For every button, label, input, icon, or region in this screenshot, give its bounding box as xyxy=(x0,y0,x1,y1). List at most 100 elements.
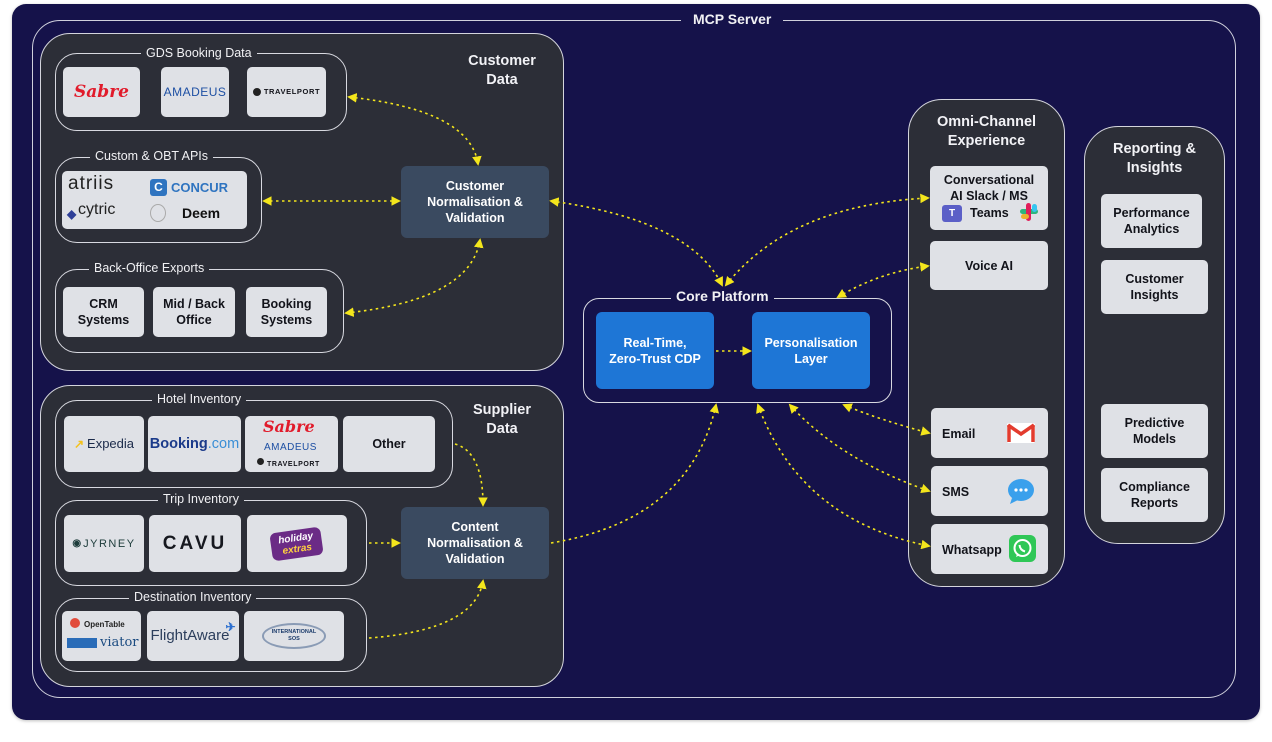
booking-systems-card: Booking Systems xyxy=(246,287,327,337)
cytric-logo: cytric xyxy=(78,201,116,218)
gds-booking-data-label: GDS Booking Data xyxy=(141,46,257,60)
concur-logo: CONCUR xyxy=(171,180,229,195)
crm-systems-card: CRM Systems xyxy=(63,287,144,337)
connector-content-norm-to-core xyxy=(550,403,719,544)
back-office-exports-label: Back-Office Exports xyxy=(89,261,210,275)
concur-icon: C xyxy=(150,179,167,196)
reporting-insights-title: Reporting & Insights xyxy=(1113,141,1196,176)
connector-personalisation-to-whatsapp xyxy=(756,403,931,550)
booking-com-suffix: .com xyxy=(207,436,240,452)
opentable-icon xyxy=(70,618,80,628)
supplier-data-title: Supplier Data xyxy=(472,402,531,437)
realtime-cdp-node: Real-Time, Zero-Trust CDP xyxy=(596,312,714,389)
conversational-ai-label: Conversational AI Slack / MS xyxy=(943,173,1035,203)
personalisation-layer-node: Personalisation Layer xyxy=(752,312,870,389)
cytric-icon: ◆ xyxy=(67,207,77,221)
travelport-logo: TRAVELPORT xyxy=(263,87,321,96)
expedia-icon: ↗ xyxy=(73,437,85,451)
international-sos-logo-card: INTERNATIONAL SOS xyxy=(244,611,344,661)
atriis-logo: atriis xyxy=(68,173,115,194)
connector-hotel-to-content-norm xyxy=(454,443,488,507)
api-logos-card: atriis C CONCUR ◆ cytric Deem xyxy=(62,171,247,229)
connector-personalisation-to-sms xyxy=(788,403,931,494)
sms-channel-card: SMS xyxy=(931,466,1048,516)
connector-customer-norm-to-core xyxy=(549,197,723,287)
amadeus-logo-card: amadeus xyxy=(161,67,229,117)
email-label: Email xyxy=(942,427,976,441)
holiday-extras-logo-card: holiday extras xyxy=(247,515,347,572)
slack-icon xyxy=(1020,203,1038,221)
omni-channel-title: Omni-Channel Experience xyxy=(936,114,1037,149)
travelport-logo-small: TRAVELPORT xyxy=(267,461,320,468)
slack-icon-part xyxy=(1032,204,1037,212)
compliance-reports-card: Compliance Reports xyxy=(1101,468,1208,522)
deem-logo: Deem xyxy=(182,205,221,221)
amadeus-logo: amadeus xyxy=(163,85,227,99)
gds-hotel-logos-card: Sabre amadeus TRAVELPORT xyxy=(245,416,338,472)
hotel-inventory-group xyxy=(55,400,453,488)
performance-analytics-card: Performance Analytics xyxy=(1101,194,1202,248)
amadeus-logo-small: amadeus xyxy=(264,442,317,453)
core-platform-title: Core Platform xyxy=(671,288,774,304)
jyrney-logo-card: ◉ JYRNEY xyxy=(64,515,144,572)
jyrney-pin-icon: ◉ xyxy=(72,537,82,549)
connector-backoffice-to-customer-norm xyxy=(344,238,484,317)
viator-badge-icon xyxy=(67,638,97,648)
content-normalisation-node: Content Normalisation & Validation xyxy=(401,507,549,579)
international-sos-logo: INTERNATIONAL SOS xyxy=(261,623,327,649)
slack-icon-part xyxy=(1021,214,1029,219)
booking-logo: Booking xyxy=(149,436,208,452)
conversational-ai-card: Conversational AI Slack / MS T Teams xyxy=(930,166,1048,230)
other-hotel-card: Other xyxy=(343,416,435,472)
travelport-icon xyxy=(252,88,261,96)
email-channel-card: Email xyxy=(931,408,1048,458)
booking-com-logo-card: Booking.com xyxy=(148,416,241,472)
opentable-viator-logo-card: OpenTable viator xyxy=(62,611,141,661)
whatsapp-icon xyxy=(1009,535,1036,562)
sms-label: SMS xyxy=(942,485,970,499)
connector-gds-to-customer-norm xyxy=(347,93,482,166)
viator-logo: viator xyxy=(100,635,139,650)
destination-inventory-label: Destination Inventory xyxy=(129,590,257,604)
cavu-logo-card: CAVU xyxy=(149,515,241,572)
sabre-logo: Sabre xyxy=(74,82,129,102)
mcp-server-title: MCP Server xyxy=(681,11,784,27)
slack-icon-part xyxy=(1026,203,1031,221)
teams-label: Teams xyxy=(970,206,1009,220)
whatsapp-channel-card: Whatsapp xyxy=(931,524,1048,574)
customer-data-title: Customer Data xyxy=(468,53,536,88)
international-text: INTERNATIONAL xyxy=(271,629,317,635)
custom-obt-apis-label: Custom & OBT APIs xyxy=(90,149,214,163)
expedia-logo: Expedia xyxy=(87,436,135,451)
travelport-logo-card: TRAVELPORT xyxy=(247,67,326,117)
connector-personalisation-to-voice xyxy=(836,262,930,298)
teams-icon: T xyxy=(942,205,962,222)
deem-circle-icon xyxy=(150,204,166,222)
flightaware-logo-card: FlightAware ✈ xyxy=(147,611,239,661)
cavu-logo: CAVU xyxy=(162,532,228,554)
mid-back-office-card: Mid / Back Office xyxy=(153,287,235,337)
travelport-icon-small xyxy=(257,458,264,465)
mcp-server-boundary xyxy=(32,20,1236,698)
voice-ai-card: Voice AI xyxy=(930,241,1048,290)
predictive-models-card: Predictive Models xyxy=(1101,404,1208,458)
connector-destination-to-content-norm xyxy=(368,579,487,639)
customer-normalisation-node: Customer Normalisation & Validation xyxy=(401,166,549,238)
sos-text: SOS xyxy=(288,636,300,642)
whatsapp-label: Whatsapp xyxy=(942,543,1002,557)
sabre-logo-small: Sabre xyxy=(263,417,315,436)
expedia-logo-card: ↗ Expedia xyxy=(64,416,144,472)
customer-insights-card: Customer Insights xyxy=(1101,260,1208,314)
trip-inventory-label: Trip Inventory xyxy=(158,492,244,506)
messages-icon xyxy=(1008,479,1034,504)
connector-personalisation-to-email xyxy=(842,403,931,436)
connector-core-to-conversational xyxy=(724,193,930,287)
hotel-inventory-label: Hotel Inventory xyxy=(152,392,247,406)
gmail-icon xyxy=(1007,423,1035,443)
flightaware-plane-icon: ✈ xyxy=(225,620,236,634)
sabre-logo-card: Sabre xyxy=(63,67,140,117)
jyrney-logo: JYRNEY xyxy=(83,537,136,550)
opentable-logo: OpenTable xyxy=(84,620,125,629)
flightaware-logo: FlightAware xyxy=(150,627,230,644)
